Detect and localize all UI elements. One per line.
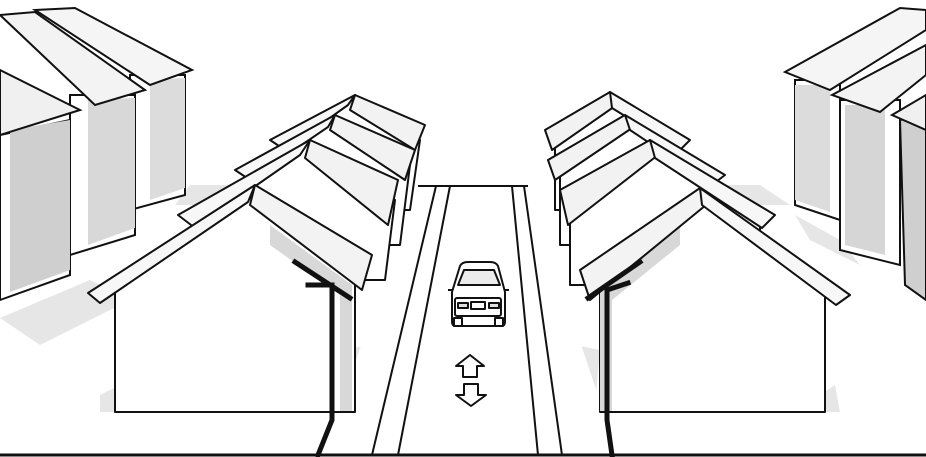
- houses-right-far: [785, 8, 926, 300]
